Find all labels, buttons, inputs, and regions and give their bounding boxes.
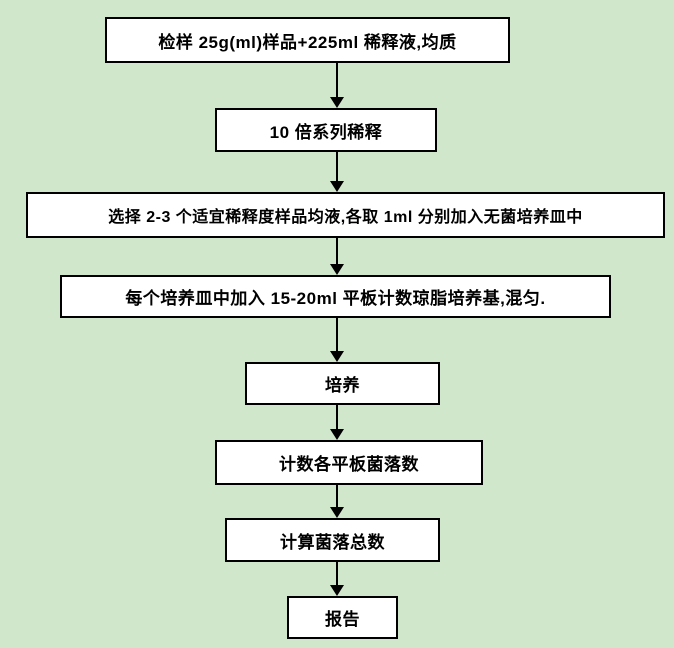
down-arrow-4 xyxy=(329,318,345,362)
step-incubation-label: 培养 xyxy=(325,376,360,395)
down-arrow-2 xyxy=(329,152,345,192)
arrow-line xyxy=(336,405,338,429)
arrow-head-icon xyxy=(330,181,344,192)
arrow-line xyxy=(336,485,338,507)
step-report-label: 报告 xyxy=(325,610,360,629)
step-sampling-box: 检样 25g(ml)样品+225ml 稀释液,均质 xyxy=(105,17,510,63)
step-add-agar-label: 每个培养皿中加入 15-20ml 平板计数琼脂培养基,混匀. xyxy=(125,289,546,308)
step-incubation-box: 培养 xyxy=(245,362,440,405)
arrow-line xyxy=(336,152,338,181)
down-arrow-1 xyxy=(329,63,345,108)
arrow-line xyxy=(336,238,338,264)
step-calculate-total-box: 计算菌落总数 xyxy=(225,518,440,562)
step-sampling-label: 检样 25g(ml)样品+225ml 稀释液,均质 xyxy=(158,32,457,52)
arrow-head-icon xyxy=(330,351,344,362)
step-select-dilutions-label: 选择 2-3 个适宜稀释度样品均液,各取 1ml 分别加入无菌培养皿中 xyxy=(108,209,583,226)
down-arrow-5 xyxy=(329,405,345,440)
step-select-dilutions-box: 选择 2-3 个适宜稀释度样品均液,各取 1ml 分别加入无菌培养皿中 xyxy=(26,192,665,238)
down-arrow-6 xyxy=(329,485,345,518)
arrow-head-icon xyxy=(330,507,344,518)
step-add-agar-box: 每个培养皿中加入 15-20ml 平板计数琼脂培养基,混匀. xyxy=(60,275,611,318)
arrow-line xyxy=(336,318,338,351)
step-calculate-total-label: 计算菌落总数 xyxy=(280,532,385,552)
down-arrow-7 xyxy=(329,562,345,596)
step-serial-dilution-label: 10 倍系列稀释 xyxy=(269,122,383,142)
step-count-colonies-label: 计数各平板菌落数 xyxy=(279,455,419,474)
down-arrow-3 xyxy=(329,238,345,275)
step-count-colonies-box: 计数各平板菌落数 xyxy=(215,440,483,485)
step-report-box: 报告 xyxy=(287,596,398,639)
arrow-head-icon xyxy=(330,585,344,596)
arrow-head-icon xyxy=(330,429,344,440)
step-serial-dilution-box: 10 倍系列稀释 xyxy=(215,108,437,152)
arrow-head-icon xyxy=(330,97,344,108)
arrow-head-icon xyxy=(330,264,344,275)
arrow-line xyxy=(336,63,338,97)
arrow-line xyxy=(336,562,338,585)
